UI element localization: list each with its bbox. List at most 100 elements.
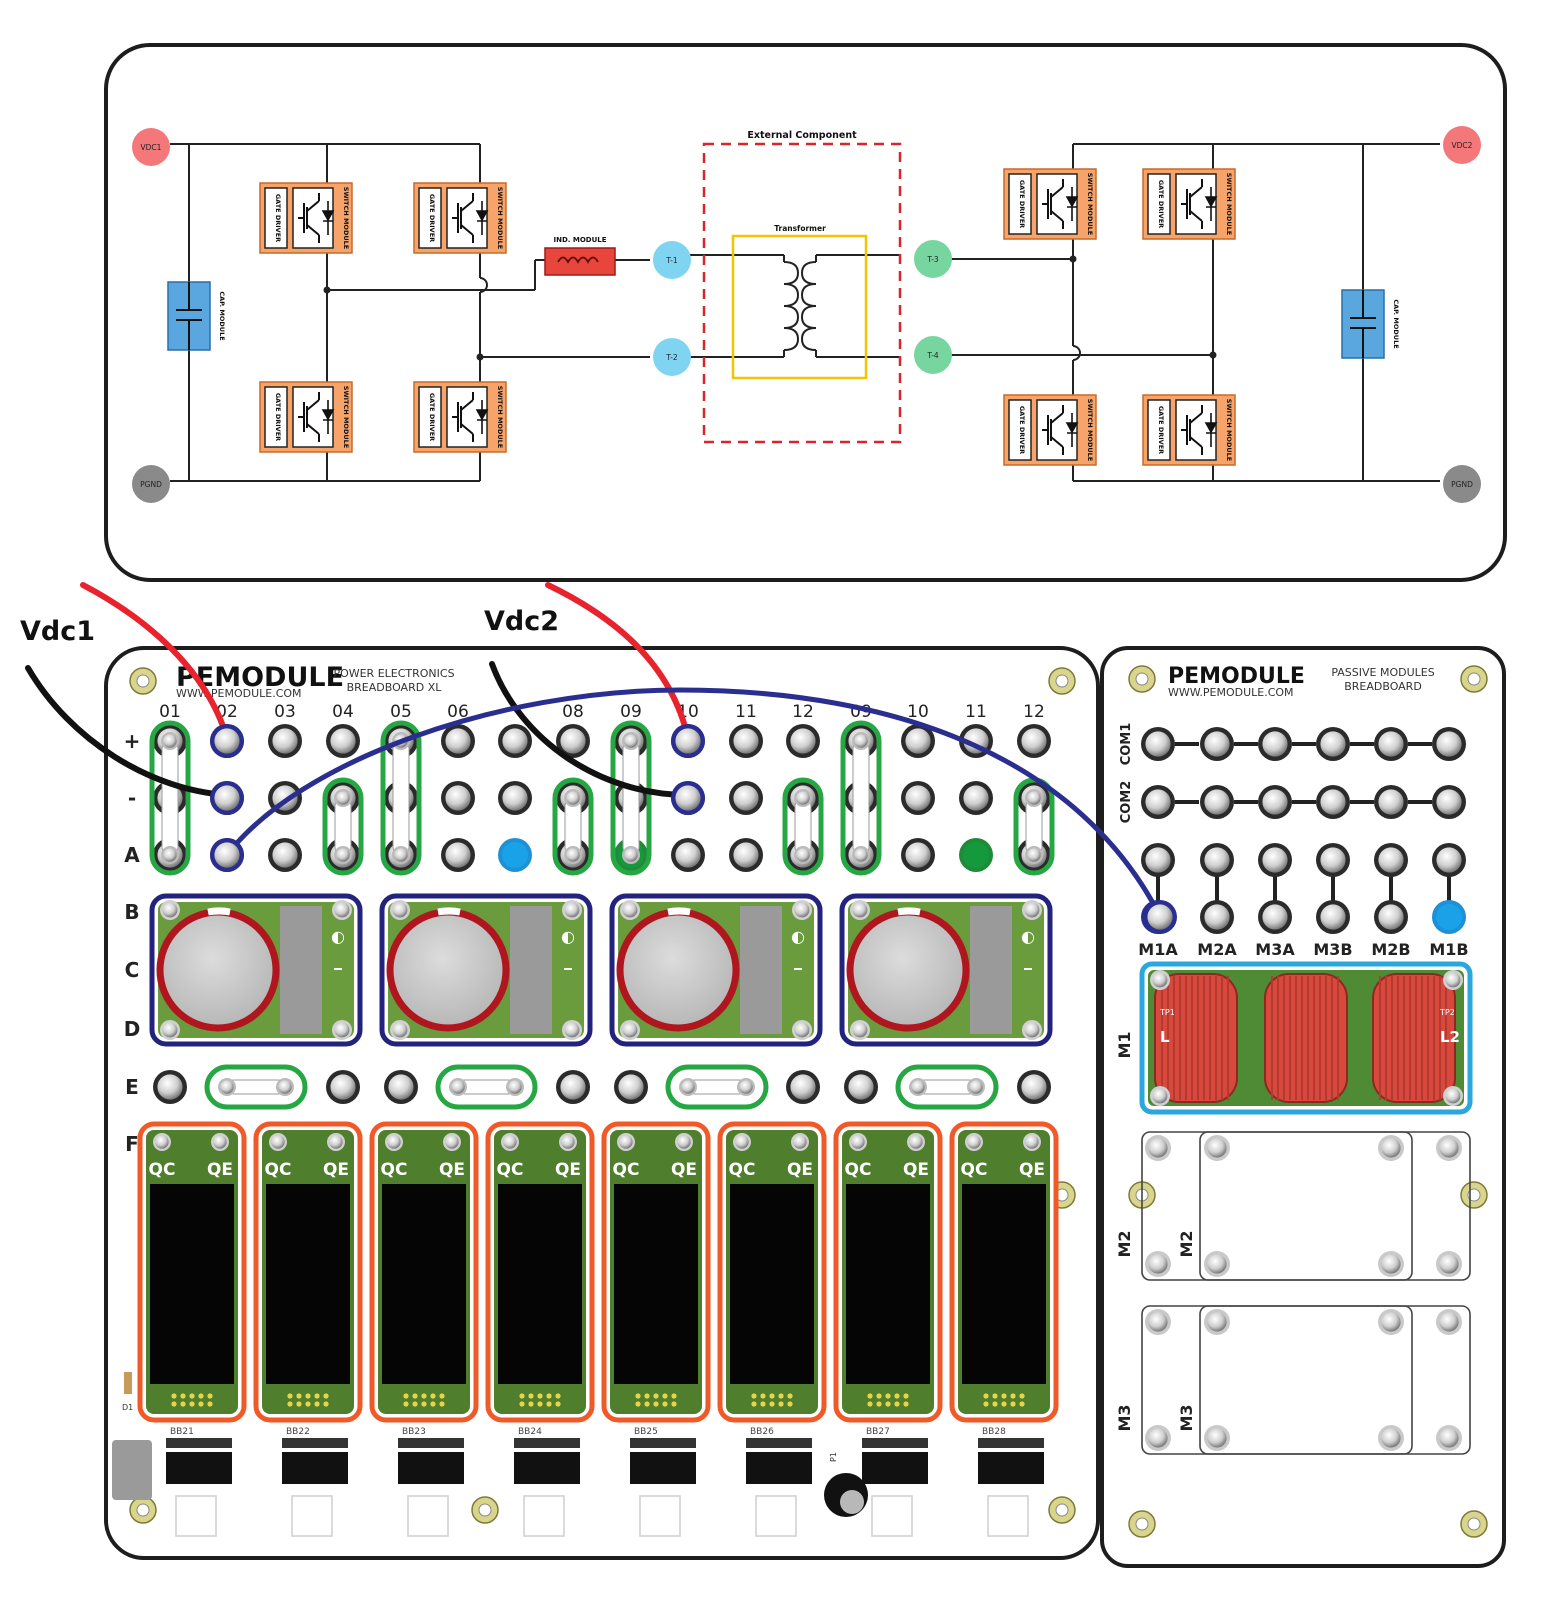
module-screw[interactable] <box>1022 900 1042 920</box>
vertical-link[interactable] <box>149 720 191 876</box>
slot-screw[interactable] <box>1204 1425 1230 1451</box>
slot-screw[interactable] <box>1378 1425 1404 1451</box>
m1-screw[interactable] <box>1443 1086 1463 1106</box>
passive-terminal[interactable] <box>1258 785 1292 819</box>
switch-screw[interactable] <box>385 1133 403 1151</box>
link-screw[interactable] <box>622 846 640 864</box>
switch-screw[interactable] <box>617 1133 635 1151</box>
module-screw[interactable] <box>562 1020 582 1040</box>
slot-screw[interactable] <box>1145 1135 1171 1161</box>
slot-screw[interactable] <box>1378 1309 1404 1335</box>
vdc2-negative-wire[interactable] <box>489 661 691 798</box>
passive-terminal[interactable] <box>1200 727 1234 761</box>
terminal-0-13[interactable] <box>901 724 935 758</box>
link-screw[interactable] <box>622 732 640 750</box>
link-screw[interactable] <box>852 732 870 750</box>
module-screw[interactable] <box>792 900 812 920</box>
terminal-0-6[interactable] <box>498 724 532 758</box>
slot-screw[interactable] <box>1204 1309 1230 1335</box>
vdc1-positive-wire[interactable] <box>80 582 230 741</box>
link-screw[interactable] <box>794 789 812 807</box>
link-screw[interactable] <box>334 789 352 807</box>
slot-screw[interactable] <box>1436 1425 1462 1451</box>
module-screw[interactable] <box>332 1020 352 1040</box>
terminal-e-12[interactable] <box>844 1070 878 1104</box>
passive-terminal-upper[interactable] <box>1141 843 1175 877</box>
passive-terminal[interactable] <box>1432 727 1466 761</box>
terminal-e-11[interactable] <box>786 1070 820 1104</box>
link-screw[interactable] <box>449 1078 467 1096</box>
module-screw[interactable] <box>332 900 352 920</box>
passive-terminal-upper[interactable] <box>1316 843 1350 877</box>
terminal-0-10[interactable] <box>729 724 763 758</box>
m1-screw[interactable] <box>1150 1086 1170 1106</box>
link-screw[interactable] <box>506 1078 524 1096</box>
passive-terminal[interactable] <box>1141 785 1175 819</box>
slot-screw[interactable] <box>1145 1251 1171 1277</box>
link-screw[interactable] <box>967 1078 985 1096</box>
terminal-1-13[interactable] <box>901 781 935 815</box>
terminal-0-7[interactable] <box>556 724 590 758</box>
passive-terminal[interactable] <box>1200 785 1234 819</box>
passive-terminal[interactable] <box>1141 727 1175 761</box>
link-screw[interactable] <box>564 789 582 807</box>
terminal-e-0[interactable] <box>153 1070 187 1104</box>
switch-screw[interactable] <box>733 1133 751 1151</box>
module-screw[interactable] <box>792 1020 812 1040</box>
switch-screw[interactable] <box>327 1133 345 1151</box>
terminal-e-4[interactable] <box>384 1070 418 1104</box>
passive-terminal-M2B[interactable] <box>1374 900 1408 934</box>
terminal-2-2[interactable] <box>268 838 302 872</box>
slot-screw[interactable] <box>1378 1251 1404 1277</box>
vertical-link[interactable] <box>840 720 882 876</box>
vertical-link[interactable] <box>782 777 824 876</box>
switch-screw[interactable] <box>211 1133 229 1151</box>
terminal-2-13[interactable] <box>901 838 935 872</box>
terminal-1-10[interactable] <box>729 781 763 815</box>
switch-screw[interactable] <box>1023 1133 1041 1151</box>
vdc1-negative-wire[interactable] <box>25 665 230 798</box>
module-screw[interactable] <box>390 1020 410 1040</box>
terminal-0-2[interactable] <box>268 724 302 758</box>
link-screw[interactable] <box>909 1078 927 1096</box>
slot-screw[interactable] <box>1145 1309 1171 1335</box>
horizontal-link[interactable] <box>204 1064 308 1110</box>
horizontal-link[interactable] <box>895 1064 999 1110</box>
link-screw[interactable] <box>737 1078 755 1096</box>
horizontal-link[interactable] <box>665 1064 769 1110</box>
terminal-0-3[interactable] <box>326 724 360 758</box>
terminal-2-9[interactable] <box>671 838 705 872</box>
wired-terminal[interactable] <box>210 781 244 815</box>
terminal-0-11[interactable] <box>786 724 820 758</box>
wired-terminal[interactable] <box>210 838 244 872</box>
slot-screw[interactable] <box>1204 1251 1230 1277</box>
ac-link-wire[interactable] <box>224 687 1163 919</box>
passive-terminal[interactable] <box>1316 785 1350 819</box>
wired-terminal[interactable] <box>1143 900 1177 934</box>
switch-screw[interactable] <box>907 1133 925 1151</box>
horizontal-link[interactable] <box>435 1064 538 1110</box>
module-screw[interactable] <box>562 900 582 920</box>
terminal-1-14[interactable] <box>959 781 993 815</box>
module-screw[interactable] <box>850 900 870 920</box>
module-screw[interactable] <box>390 900 410 920</box>
passive-terminal[interactable] <box>1374 727 1408 761</box>
terminal-0-15[interactable] <box>1017 724 1051 758</box>
slot-screw[interactable] <box>1436 1135 1462 1161</box>
switch-screw[interactable] <box>849 1133 867 1151</box>
switch-screw[interactable] <box>675 1133 693 1151</box>
switch-screw[interactable] <box>559 1133 577 1151</box>
terminal-e-7[interactable] <box>556 1070 590 1104</box>
switch-screw[interactable] <box>501 1133 519 1151</box>
terminal-2-10[interactable] <box>729 838 763 872</box>
link-screw[interactable] <box>852 846 870 864</box>
module-screw[interactable] <box>1022 1020 1042 1040</box>
passive-terminal-upper[interactable] <box>1200 843 1234 877</box>
switch-screw[interactable] <box>269 1133 287 1151</box>
switch-screw[interactable] <box>965 1133 983 1151</box>
terminal-0-5[interactable] <box>441 724 475 758</box>
vertical-link[interactable] <box>610 720 652 876</box>
link-screw[interactable] <box>276 1078 294 1096</box>
wired-terminal[interactable] <box>671 781 705 815</box>
passive-terminal[interactable] <box>1316 727 1350 761</box>
